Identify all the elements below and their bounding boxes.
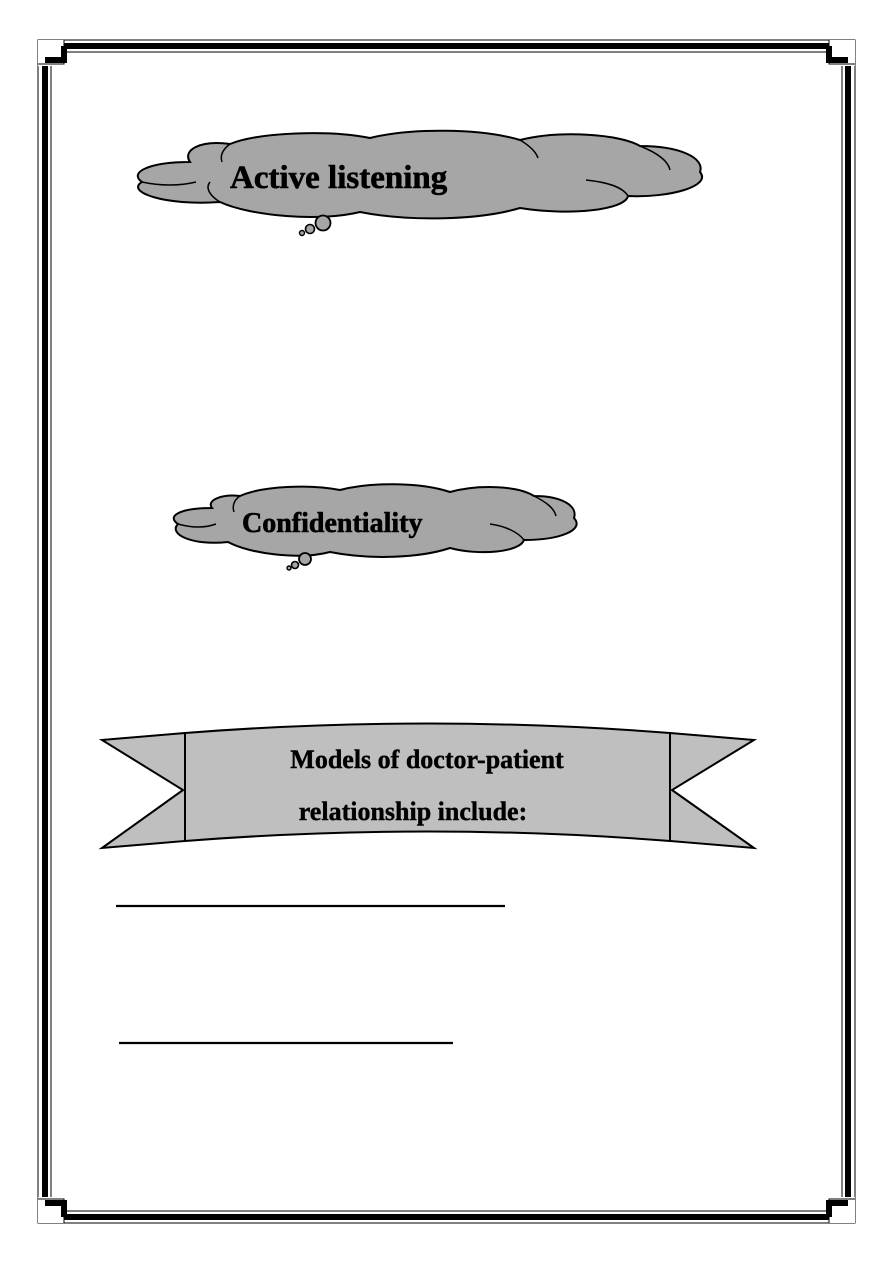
- active-listening-cloud: Active listening: [136, 129, 703, 237]
- confidentiality-title: Confidentiality: [242, 508, 422, 539]
- ribbon-left-tail: [98, 731, 186, 850]
- ribbon-band: [184, 722, 671, 843]
- models-title-line1: Models of doctor-patient: [290, 745, 564, 774]
- active-listening-title: Active listening: [230, 160, 448, 196]
- ribbon-right-tail: [669, 731, 758, 850]
- cloud-shape: [172, 483, 578, 558]
- models-title-line2: relationship include:: [299, 797, 528, 826]
- models-ribbon: Models of doctor-patient relationship in…: [98, 722, 758, 850]
- page-border: [37, 39, 856, 1224]
- confidentiality-cloud: Confidentiality: [172, 483, 578, 571]
